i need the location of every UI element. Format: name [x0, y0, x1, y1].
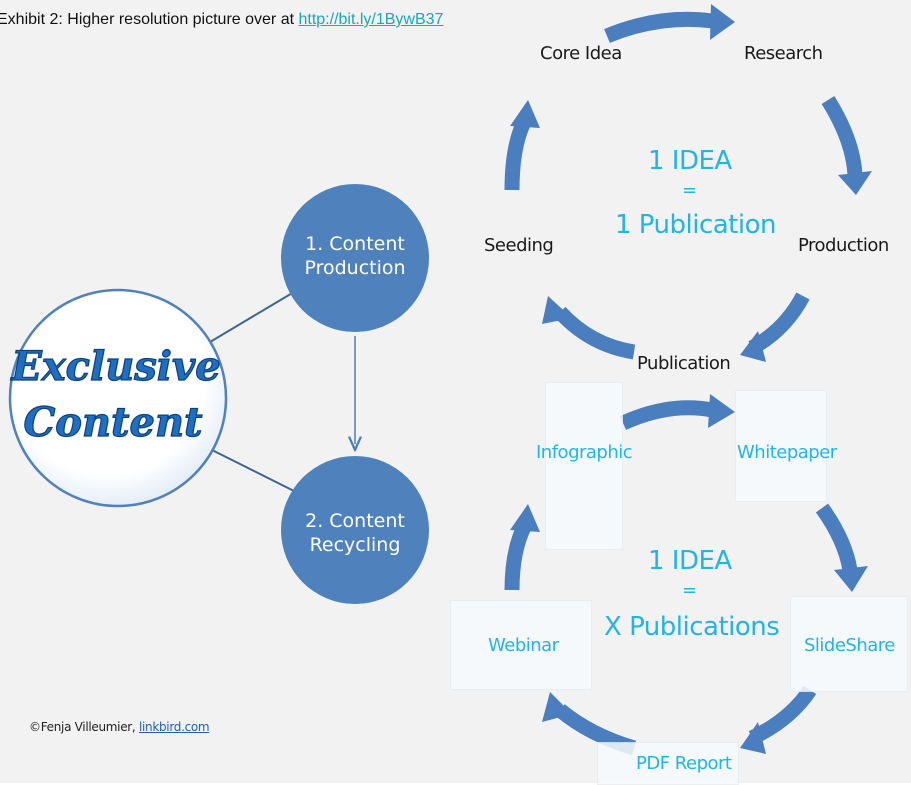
slideshare-thumbnail [790, 596, 908, 692]
credit-link[interactable]: linkbird.com [138, 720, 210, 734]
hub-line1: Exclusive [10, 343, 220, 390]
production-line1: 1. Content [305, 233, 405, 255]
arrowhead-8 [740, 722, 766, 754]
step-production: Production [798, 235, 889, 256]
exclusive-content-hub [8, 288, 228, 508]
pub-pdf-report: PDF Report [636, 753, 732, 774]
arrowhead-6 [708, 394, 735, 428]
cycle1-center-line2: = [682, 180, 697, 201]
production-line2: Production [304, 257, 406, 279]
arrowhead-2 [838, 171, 872, 195]
cycle2-center-line3: X Publications [604, 612, 780, 642]
arrow-webinar-infographic [504, 521, 532, 591]
arrow-research-production [821, 96, 863, 176]
connector-hub-production [204, 291, 295, 346]
step-research: Research [744, 43, 823, 64]
content-recycling-circle [281, 456, 429, 604]
pub-whitepaper: Whitepaper [737, 442, 837, 463]
infographic-thumbnail [545, 382, 623, 550]
content-production-label: 1. Content Production [285, 232, 425, 280]
content-recycling-label: 2. Content Recycling [285, 509, 425, 557]
arrowhead-4 [542, 296, 572, 324]
exhibit-caption: Exhibit 2: Higher resolution picture ove… [0, 11, 443, 29]
arrowhead-3 [740, 331, 766, 362]
arrowhead-9 [542, 692, 572, 722]
whitepaper-thumbnail [735, 390, 827, 502]
step-publication: Publication [637, 353, 731, 374]
arrow-slideshare-pdf [748, 685, 817, 745]
credit-text: ©Fenja Villeumier, [29, 720, 139, 734]
pdf-report-thumbnail [597, 742, 739, 785]
caption-link[interactable]: http://bit.ly/1BywB37 [298, 11, 444, 28]
webinar-thumbnail [450, 600, 592, 690]
content-production-circle [281, 184, 429, 332]
hub-text-graphic: Exclusive Content [10, 342, 222, 446]
recycling-line2: Recycling [309, 534, 401, 556]
cycle2-center-line2: = [682, 580, 697, 601]
pub-infographic: Infographic [536, 442, 633, 463]
recycling-line1: 2. Content [305, 510, 405, 532]
cycle1-center-line1: 1 IDEA [648, 146, 732, 176]
credit-line: ©Fenja Villeumier, linkbird.com [29, 720, 210, 734]
arrowhead-10 [510, 504, 540, 532]
step-core-idea: Core Idea [540, 43, 622, 64]
arrow-coreidea-research [604, 11, 714, 43]
arrowhead-5 [510, 100, 540, 128]
cycle1-center-line3: 1 Publication [615, 210, 777, 240]
arrowhead-1 [710, 4, 735, 40]
arrow-seeding-coreidea [504, 116, 532, 191]
connector-hub-recycling [211, 449, 295, 492]
pub-webinar: Webinar [488, 635, 559, 656]
step-seeding: Seeding [484, 235, 554, 256]
hub-line2: Content [23, 399, 203, 446]
arrow-infographic-whitepaper [619, 400, 714, 430]
caption-text: Exhibit 2: Higher resolution picture ove… [0, 11, 299, 28]
arrowhead-7 [834, 566, 868, 592]
arrow-whitepaper-slideshare [815, 503, 858, 572]
cycle2-center-line1: 1 IDEA [648, 546, 732, 576]
pub-slideshare: SlideShare [804, 635, 895, 656]
